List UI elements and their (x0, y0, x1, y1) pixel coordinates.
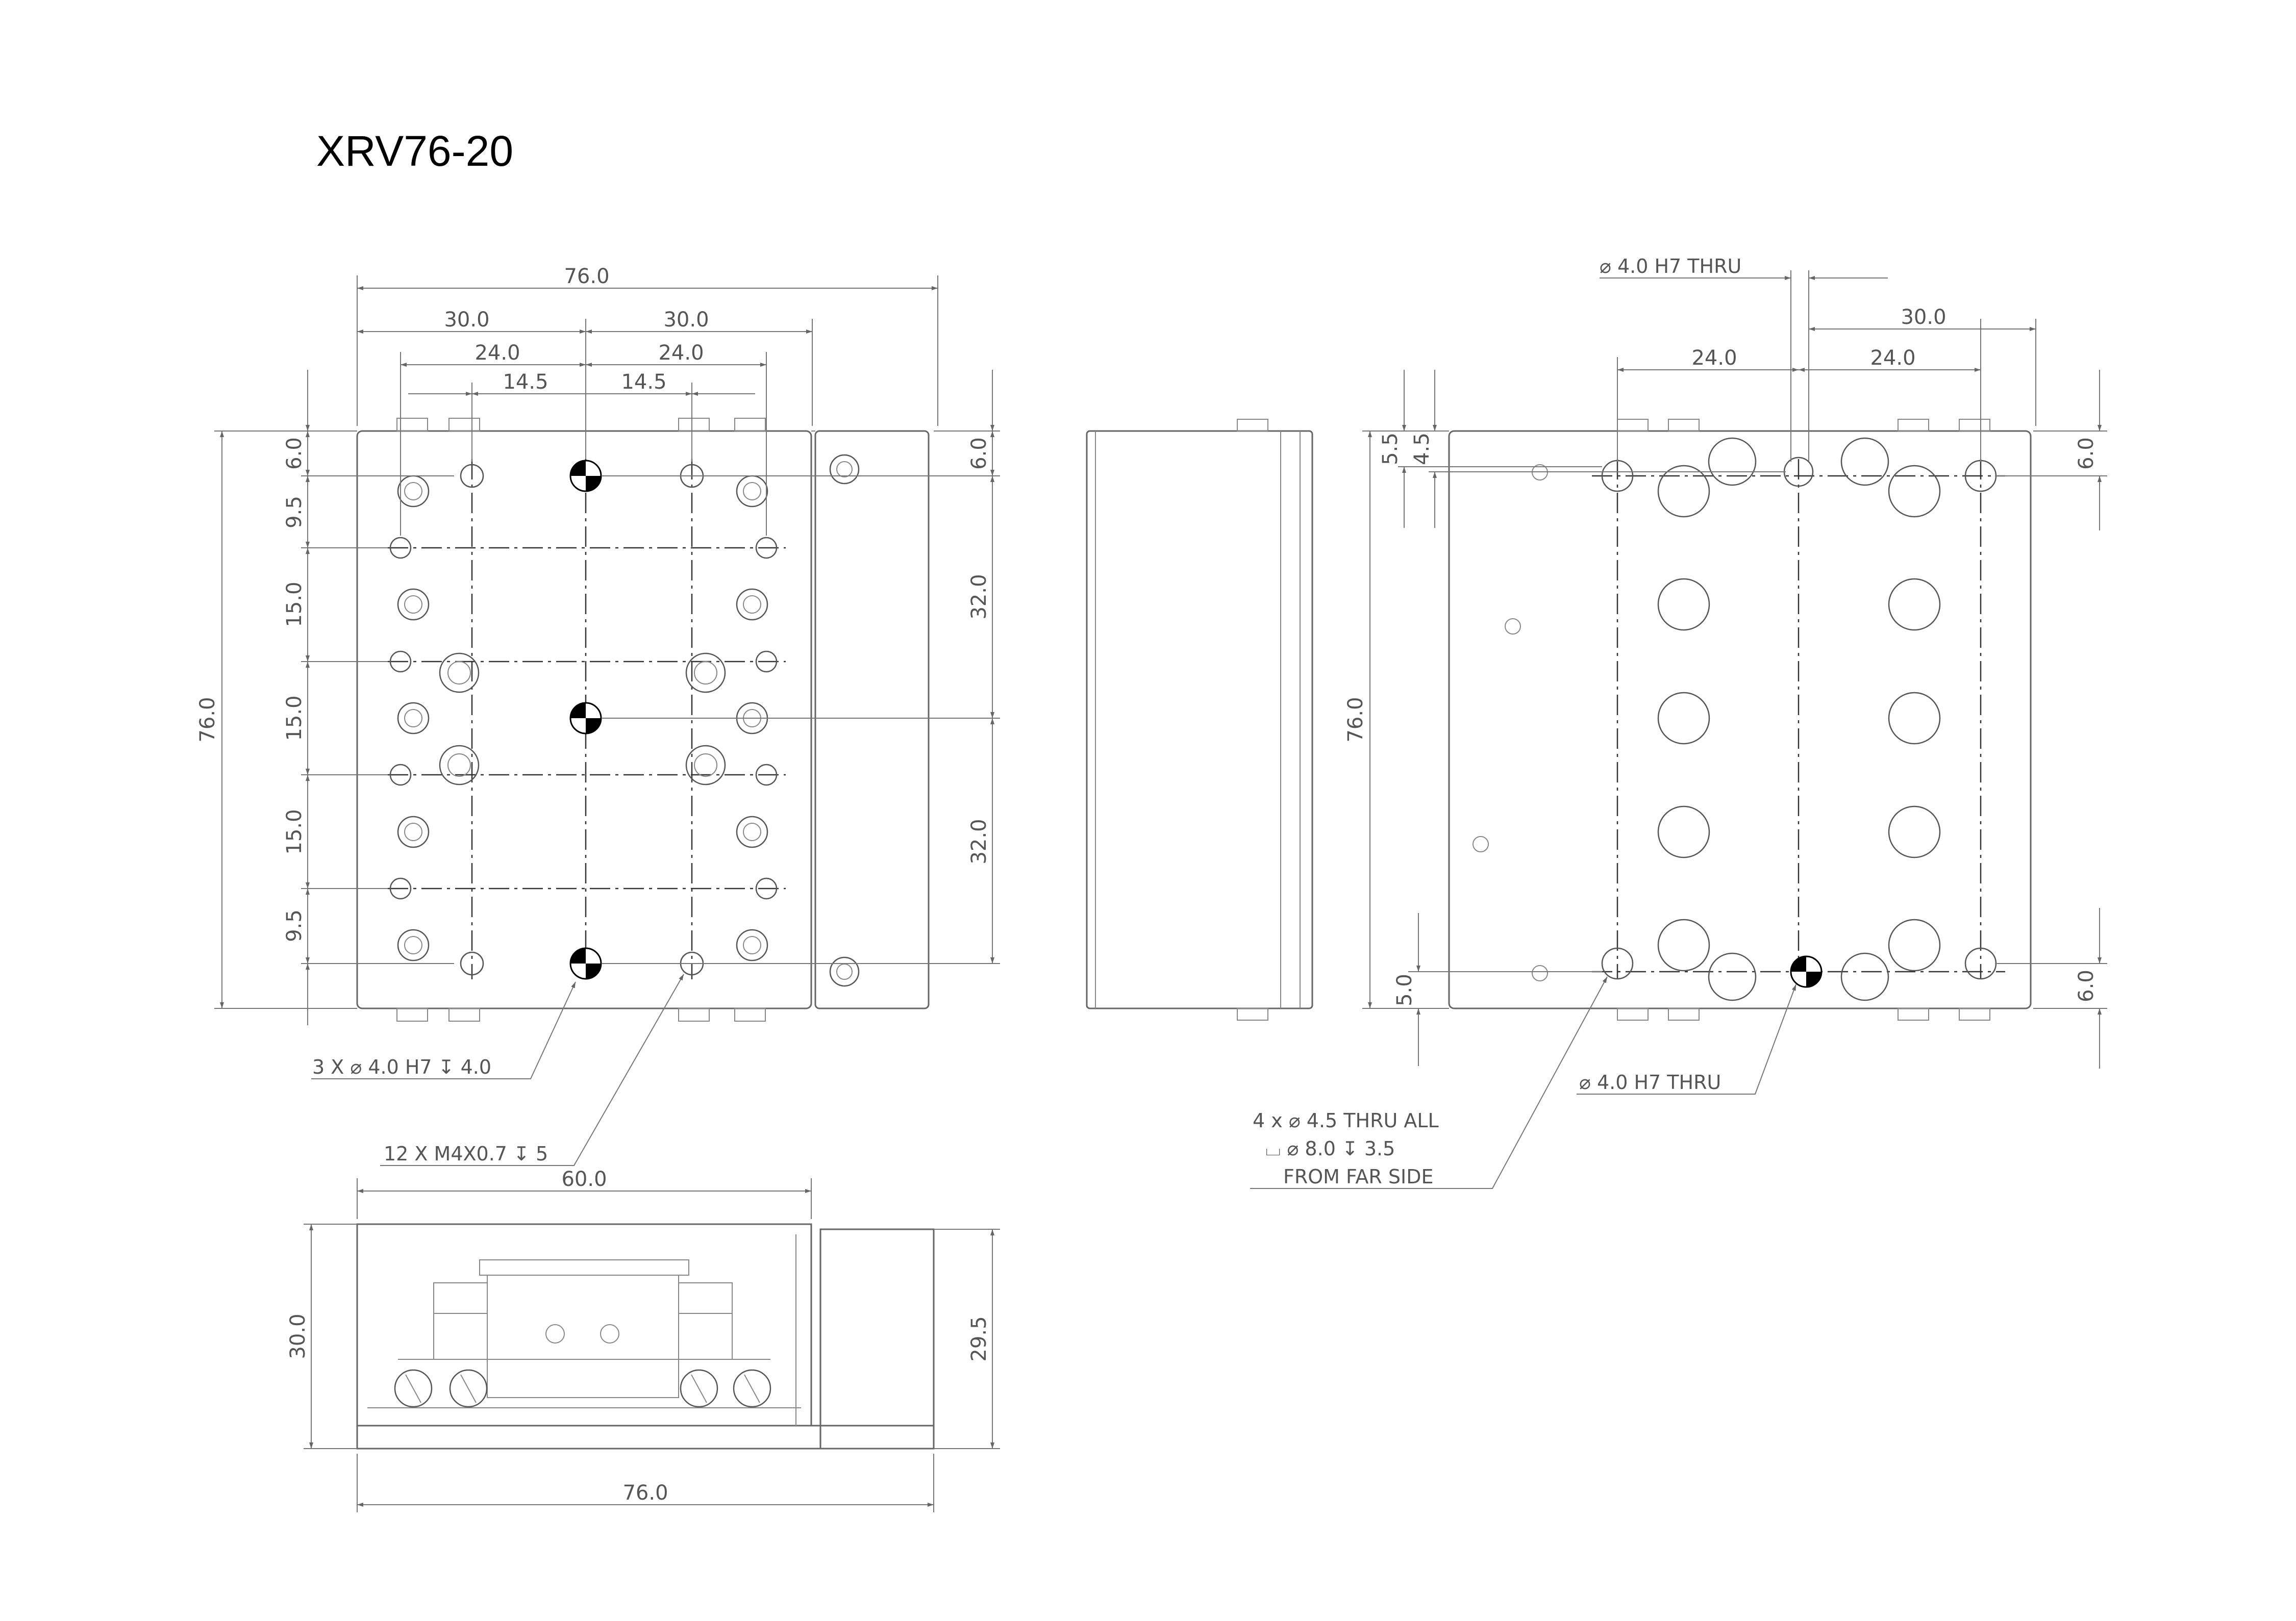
callout-thru-top: ⌀ 4.0 H7 THRU (1600, 255, 1741, 277)
top-view-tabs (396, 418, 766, 1022)
callout-far-line2: ⌴ ⌀ 8.0 ↧ 3.5 (1265, 1137, 1395, 1160)
dim-top-24-left: 24.0 (475, 341, 520, 365)
top-view-datum-pins (569, 460, 602, 980)
bottom-view-dims-right: 6.0 6.0 (1995, 370, 2107, 1069)
dim-front-left: 30.0 (286, 1313, 310, 1359)
drawing-title: XRV76-20 (316, 127, 513, 175)
dim-top-overall: 76.0 (564, 265, 609, 288)
dim-bottom-left-5: 5.0 (1393, 974, 1416, 1006)
callout-far-line3: FROM FAR SIDE (1283, 1166, 1433, 1188)
dim-top-24-right: 24.0 (658, 341, 704, 365)
dim-bottom-left-4-5: 4.5 (1410, 433, 1434, 465)
dim-top-30-left: 30.0 (444, 308, 489, 332)
dim-left-9-5-bottom: 9.5 (283, 909, 306, 942)
dim-left-overall: 76.0 (196, 697, 219, 742)
dim-bottom-right-6-top: 6.0 (2075, 437, 2098, 470)
top-view: 76.0 30.0 30.0 24.0 24.0 14.5 14.5 (196, 265, 1000, 1166)
bottom-view-centerlines (1592, 459, 2005, 979)
bottom-view-datum-pin (1790, 955, 1823, 988)
dim-left-15-c: 15.0 (283, 809, 306, 854)
dim-right-32-top: 32.0 (967, 574, 991, 619)
dim-right-32-bottom: 32.0 (967, 819, 991, 864)
dim-bottom-right-6-bottom: 6.0 (2075, 970, 2098, 1002)
top-view-centerlines (388, 459, 786, 979)
dim-bottom-24-left: 24.0 (1691, 346, 1737, 370)
dim-left-6: 6.0 (283, 437, 306, 470)
dim-front-right: 29.5 (967, 1316, 991, 1361)
front-view-side-block (819, 1228, 935, 1450)
bottom-view-dims-left: 5.5 4.5 76.0 5.0 (1344, 370, 1786, 1066)
dim-bottom-24-right: 24.0 (1870, 346, 1915, 370)
dim-left-15-b: 15.0 (283, 695, 306, 741)
dim-bottom-30: 30.0 (1901, 306, 1946, 329)
top-view-side-block (814, 430, 930, 1009)
callout-dowel-holes: 3 X ⌀ 4.0 H7 ↧ 4.0 (312, 1056, 491, 1078)
top-view-dims-horizontal: 76.0 30.0 30.0 24.0 24.0 14.5 14.5 (357, 265, 938, 536)
dim-bottom-left-5-5: 5.5 (1379, 433, 1402, 465)
dim-bottom-left-overall: 76.0 (1344, 697, 1367, 742)
side-view (1086, 419, 1313, 1021)
top-view-carriage-outline (356, 430, 812, 1009)
bottom-view: ⌀ 4.0 H7 THRU 30.0 24.0 24.0 5.5 4.5 76.… (1250, 255, 2107, 1189)
front-view-base (356, 1425, 935, 1450)
dim-left-9-5-top: 9.5 (283, 496, 306, 528)
dim-top-14-left: 14.5 (503, 370, 548, 394)
top-view-dims-left: 6.0 9.5 15.0 15.0 15.0 9.5 76.0 (196, 370, 454, 1025)
callout-far-line1: 4 x ⌀ 4.5 THRU ALL (1253, 1109, 1439, 1132)
front-view-carriage (356, 1223, 812, 1427)
dim-top-30-right: 30.0 (663, 308, 709, 332)
side-view-outline (1086, 430, 1313, 1009)
bottom-view-outline (1448, 430, 2032, 1009)
bottom-view-tabs (1617, 419, 1990, 1021)
dim-left-15-a: 15.0 (283, 581, 306, 627)
dim-front-top: 60.0 (561, 1168, 607, 1191)
top-view-callouts: 3 X ⌀ 4.0 H7 ↧ 4.0 12 X M4X0.7 ↧ 5 (311, 974, 684, 1166)
callout-thru-bottom: ⌀ 4.0 H7 THRU (1579, 1071, 1721, 1094)
front-view-screws (394, 1369, 771, 1408)
bottom-view-callouts: ⌀ 4.0 H7 THRU 4 x ⌀ 4.5 THRU ALL ⌴ ⌀ 8.0… (1250, 976, 1796, 1189)
top-view-dims-right: 6.0 32.0 32.0 (602, 370, 1000, 964)
dim-front-bottom: 76.0 (622, 1481, 668, 1505)
bottom-view-holes (1473, 437, 1997, 1001)
dim-right-6: 6.0 (967, 437, 991, 470)
bottom-view-dims-horizontal: ⌀ 4.0 H7 THRU 30.0 24.0 24.0 (1600, 255, 2036, 462)
top-view-holes (389, 454, 860, 987)
callout-tapped-holes: 12 X M4X0.7 ↧ 5 (384, 1143, 548, 1165)
front-view: 60.0 30.0 29.5 76.0 (286, 1168, 1000, 1512)
dim-top-14-right: 14.5 (621, 370, 666, 394)
